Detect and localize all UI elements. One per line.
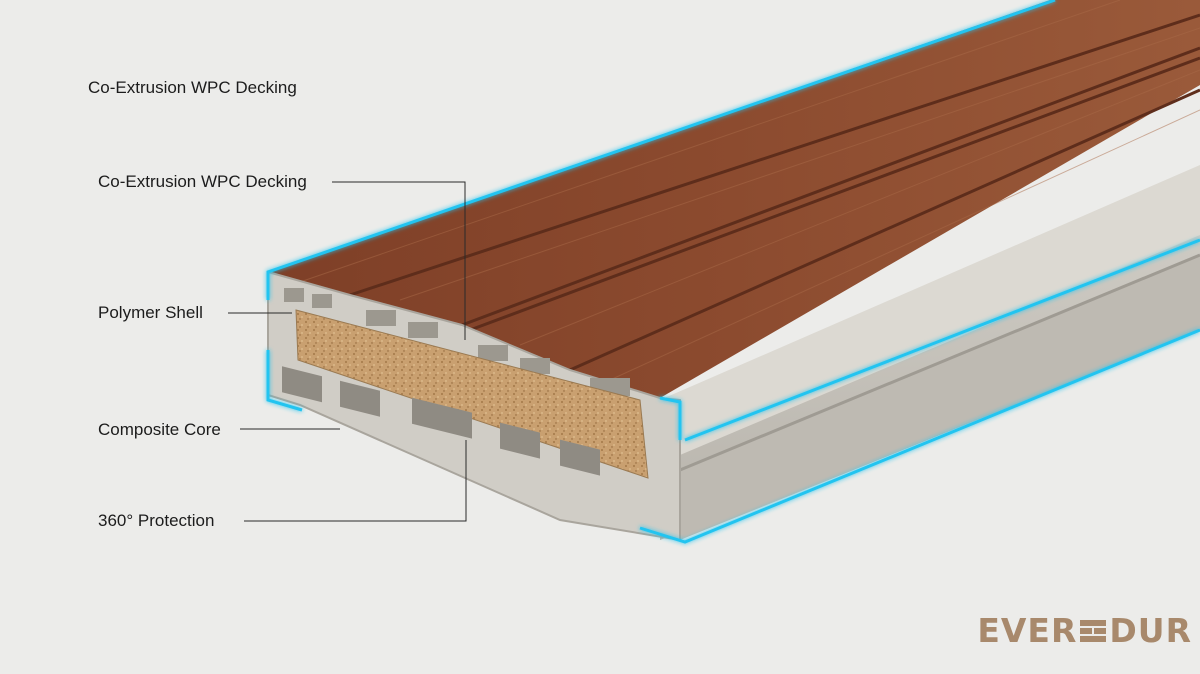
protection-outline	[266, 0, 1200, 544]
wood-top-surface	[268, 0, 1200, 398]
callout-label-polymer-shell: Polymer Shell	[98, 303, 203, 322]
brand-logo: EVER DUR	[977, 611, 1192, 650]
callout-label-coextrusion: Co-Extrusion WPC Decking	[98, 172, 307, 191]
leader-protection	[244, 440, 467, 522]
board-top-rail	[660, 165, 1200, 455]
composite-core	[295, 309, 649, 479]
diagram-title: Co-Extrusion WPC Decking	[88, 78, 297, 97]
plank-stack-icon	[1080, 618, 1107, 644]
logo-text-right: DUR	[1109, 611, 1192, 650]
callout-leaders	[228, 181, 467, 522]
side-groove	[679, 253, 1200, 472]
callout-label-protection: 360° Protection	[98, 511, 215, 530]
leader-coextrusion	[332, 181, 466, 340]
logo-text-left: EVER	[977, 611, 1078, 650]
bottom-chambers	[282, 366, 600, 476]
wood-grooves	[349, 13, 1200, 372]
wood-grain	[299, 0, 1200, 381]
board-lower-rail	[680, 255, 1200, 540]
callout-label-composite-core: Composite Core	[98, 420, 221, 439]
